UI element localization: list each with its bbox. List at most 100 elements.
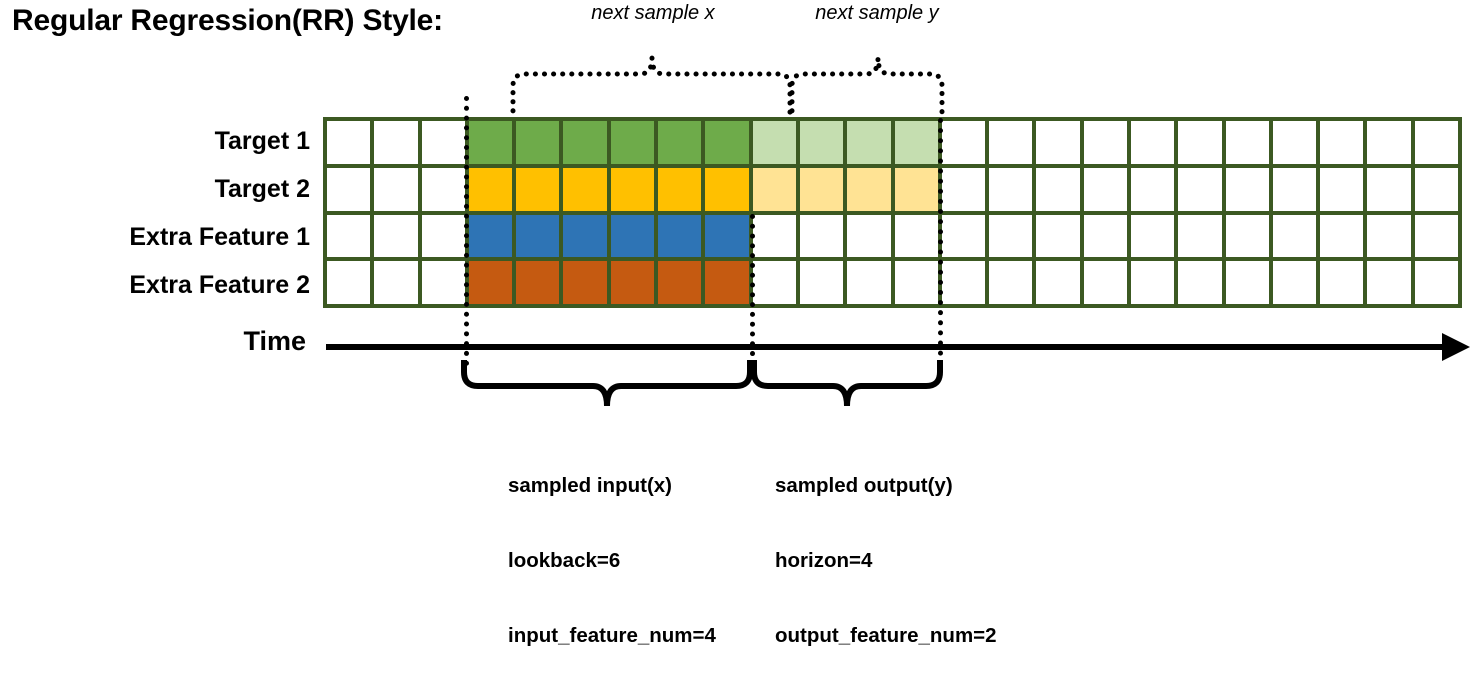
grid-cell	[468, 121, 513, 164]
brace-next-sample-y	[789, 57, 945, 120]
grid-cell	[374, 167, 418, 211]
grid-cell	[705, 214, 749, 258]
grid-cell	[941, 214, 986, 258]
time-axis-arrow	[326, 333, 1470, 361]
brace-next-sample-x	[510, 57, 793, 120]
guide-line-output-end	[938, 118, 943, 366]
grid-cell	[1272, 214, 1317, 258]
grid-cell	[327, 121, 371, 164]
caption-output-line3: output_feature_num=2	[775, 624, 997, 647]
grid-cell	[468, 167, 513, 211]
grid-cell	[894, 121, 938, 164]
grid-cell	[1178, 261, 1222, 304]
grid-cell	[1083, 167, 1127, 211]
grid-cell	[421, 261, 465, 304]
guide-line-input-start	[464, 96, 469, 366]
grid-cell	[1083, 121, 1127, 164]
grid-cell	[1367, 214, 1411, 258]
grid-cell	[658, 261, 702, 304]
grid-cell	[516, 121, 560, 164]
grid-cell	[1225, 121, 1269, 164]
grid-cell	[1036, 167, 1080, 211]
grid-cell	[1414, 167, 1458, 211]
grid-cell	[1272, 261, 1317, 304]
grid-cell	[1178, 121, 1222, 164]
grid-cell	[374, 261, 418, 304]
grid-cell	[799, 214, 844, 258]
grid-cell	[563, 167, 607, 211]
grid-cell	[752, 261, 796, 304]
grid-cell	[941, 121, 986, 164]
bottom-braces-group	[461, 360, 943, 407]
grid-cell	[516, 214, 560, 258]
grid-cell	[468, 261, 513, 304]
grid-cell	[658, 121, 702, 164]
brace-sampled-input	[461, 360, 753, 407]
next-sample-y-label: next sample y	[815, 2, 939, 24]
grid-cell	[421, 167, 465, 211]
grid-cell	[847, 121, 891, 164]
grid-cell	[799, 121, 844, 164]
next-sample-x-label: next sample x	[591, 2, 715, 24]
grid-cell	[752, 121, 796, 164]
guide-line-input-end	[750, 214, 755, 366]
grid-cell	[941, 261, 986, 304]
grid-cell	[1414, 261, 1458, 304]
grid-cell	[752, 214, 796, 258]
grid-cell	[989, 121, 1033, 164]
grid-cell	[847, 214, 891, 258]
grid-cell	[563, 214, 607, 258]
grid-cell	[1414, 214, 1458, 258]
grid-cell	[1272, 167, 1317, 211]
grid-cell	[1320, 167, 1364, 211]
grid-cell	[1320, 261, 1364, 304]
grid-cell	[989, 261, 1033, 304]
caption-output-line1: sampled output(y)	[775, 474, 953, 497]
grid-cell	[989, 214, 1033, 258]
grid-cell	[847, 167, 891, 211]
grid-cell	[1036, 214, 1080, 258]
caption-input-line3: input_feature_num=4	[508, 624, 716, 647]
grid-cell	[799, 261, 844, 304]
grid-cell	[374, 214, 418, 258]
grid-cell	[989, 167, 1033, 211]
row-label-target-1: Target 1	[214, 127, 310, 155]
caption-input-line1: sampled input(x)	[508, 474, 673, 497]
grid-cell	[1036, 121, 1080, 164]
grid-cell	[563, 121, 607, 164]
grid-cell	[421, 121, 465, 164]
caption-sampled-output: sampled output(y) horizon=4 output_featu…	[775, 423, 997, 673]
grid-cell	[610, 121, 655, 164]
grid-cell	[1130, 167, 1175, 211]
grid-cell	[1130, 214, 1175, 258]
grid-cell	[610, 261, 655, 304]
grid-cell	[705, 167, 749, 211]
grid-cell	[658, 214, 702, 258]
grid-cell	[1225, 214, 1269, 258]
grid-cell	[327, 261, 371, 304]
grid-cell	[516, 261, 560, 304]
grid-cell	[610, 167, 655, 211]
grid-cell	[705, 261, 749, 304]
grid-cell	[941, 167, 986, 211]
grid-cell	[1272, 121, 1317, 164]
timeseries-grid	[323, 117, 1462, 308]
grid-cell	[847, 261, 891, 304]
time-axis-label: Time	[243, 326, 306, 356]
grid-cell	[1083, 214, 1127, 258]
grid-cell	[516, 167, 560, 211]
top-braces-group	[510, 57, 945, 120]
caption-sampled-input: sampled input(x) lookback=6 input_featur…	[508, 423, 716, 673]
grid-cell	[1320, 121, 1364, 164]
grid-cell	[1130, 261, 1175, 304]
grid-cell	[610, 214, 655, 258]
caption-input-line2: lookback=6	[508, 549, 621, 572]
grid-cell	[1320, 214, 1364, 258]
page-title: Regular Regression(RR) Style:	[12, 4, 443, 37]
grid-cell	[799, 167, 844, 211]
grid-cell	[894, 167, 938, 211]
grid-cell	[894, 261, 938, 304]
grid-cell	[1225, 167, 1269, 211]
brace-sampled-output	[751, 360, 943, 407]
grid-cell	[1367, 261, 1411, 304]
